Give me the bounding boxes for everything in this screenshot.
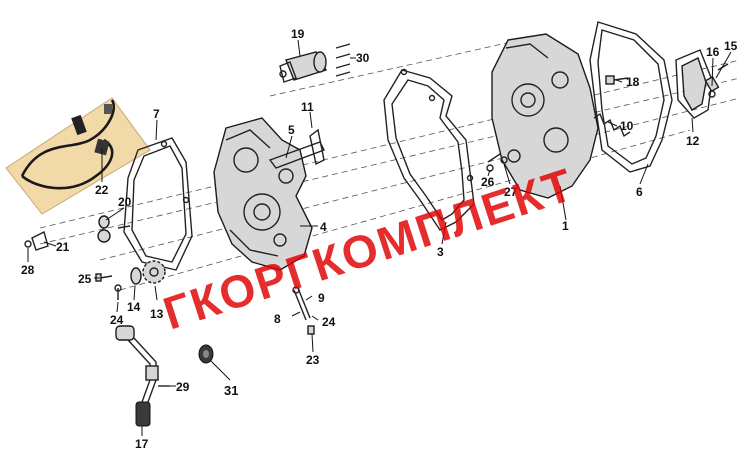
part-26-27-dowels [486,153,508,172]
callout-labels: 1 2 3 4 5 6 7 8 9 10 11 12 13 14 15 16 1… [21,27,738,451]
callout-27: 27 [504,185,518,199]
callout-8: 8 [274,312,281,326]
part-21-28-bracket [24,230,49,251]
part-4-left-crankcase [213,117,313,271]
part-20-bearings [97,215,131,243]
callout-31: 31 [224,383,238,398]
part-19-starter-motor [279,51,328,83]
part-6-gasket [589,21,673,173]
part-31-oil-seal [198,344,214,364]
callout-23: 23 [306,353,320,367]
leader-lines [27,39,732,436]
callout-13: 13 [150,307,164,321]
part-5-shaft [268,128,325,169]
part-3-gasket [383,68,475,231]
callout-24-b: 24 [322,315,336,329]
callout-7: 7 [153,107,160,121]
part-12-cover [675,49,713,119]
callout-6: 6 [636,185,643,199]
callout-15: 15 [724,39,738,53]
part-30-bolts [335,43,351,77]
callout-17: 17 [135,437,149,451]
cable-inset-photo [5,97,151,215]
callout-25: 25 [78,272,92,286]
callout-21: 21 [56,240,70,254]
callout-30: 30 [356,51,370,65]
part-1-right-crankcase [491,33,599,199]
callout-3: 3 [437,245,444,259]
callout-19: 19 [291,27,305,41]
callout-24-a: 24 [110,313,124,327]
callout-14: 14 [127,300,141,314]
callout-11: 11 [301,100,314,114]
callout-16: 16 [706,45,720,59]
part-7-gasket [123,137,193,271]
callout-4: 4 [320,220,327,234]
callout-10: 10 [620,119,634,133]
callout-22: 22 [95,183,109,197]
alignment-lines [39,39,741,291]
callout-12: 12 [686,134,700,148]
callout-5: 5 [288,123,295,137]
part-8-9-23-pins [292,286,315,335]
callout-9: 9 [318,291,325,305]
part-10-spring [593,112,631,138]
callout-20: 20 [118,195,132,209]
callout-18: 18 [626,75,640,89]
callout-1: 1 [562,219,569,233]
part-14-seal [130,267,142,285]
part-13-sprocket [142,260,166,284]
callout-29: 29 [176,380,190,394]
part-15-16-fittings [704,63,729,98]
callout-28: 28 [21,263,35,277]
part-17-shift-lever [115,325,159,427]
callout-26: 26 [481,175,495,189]
